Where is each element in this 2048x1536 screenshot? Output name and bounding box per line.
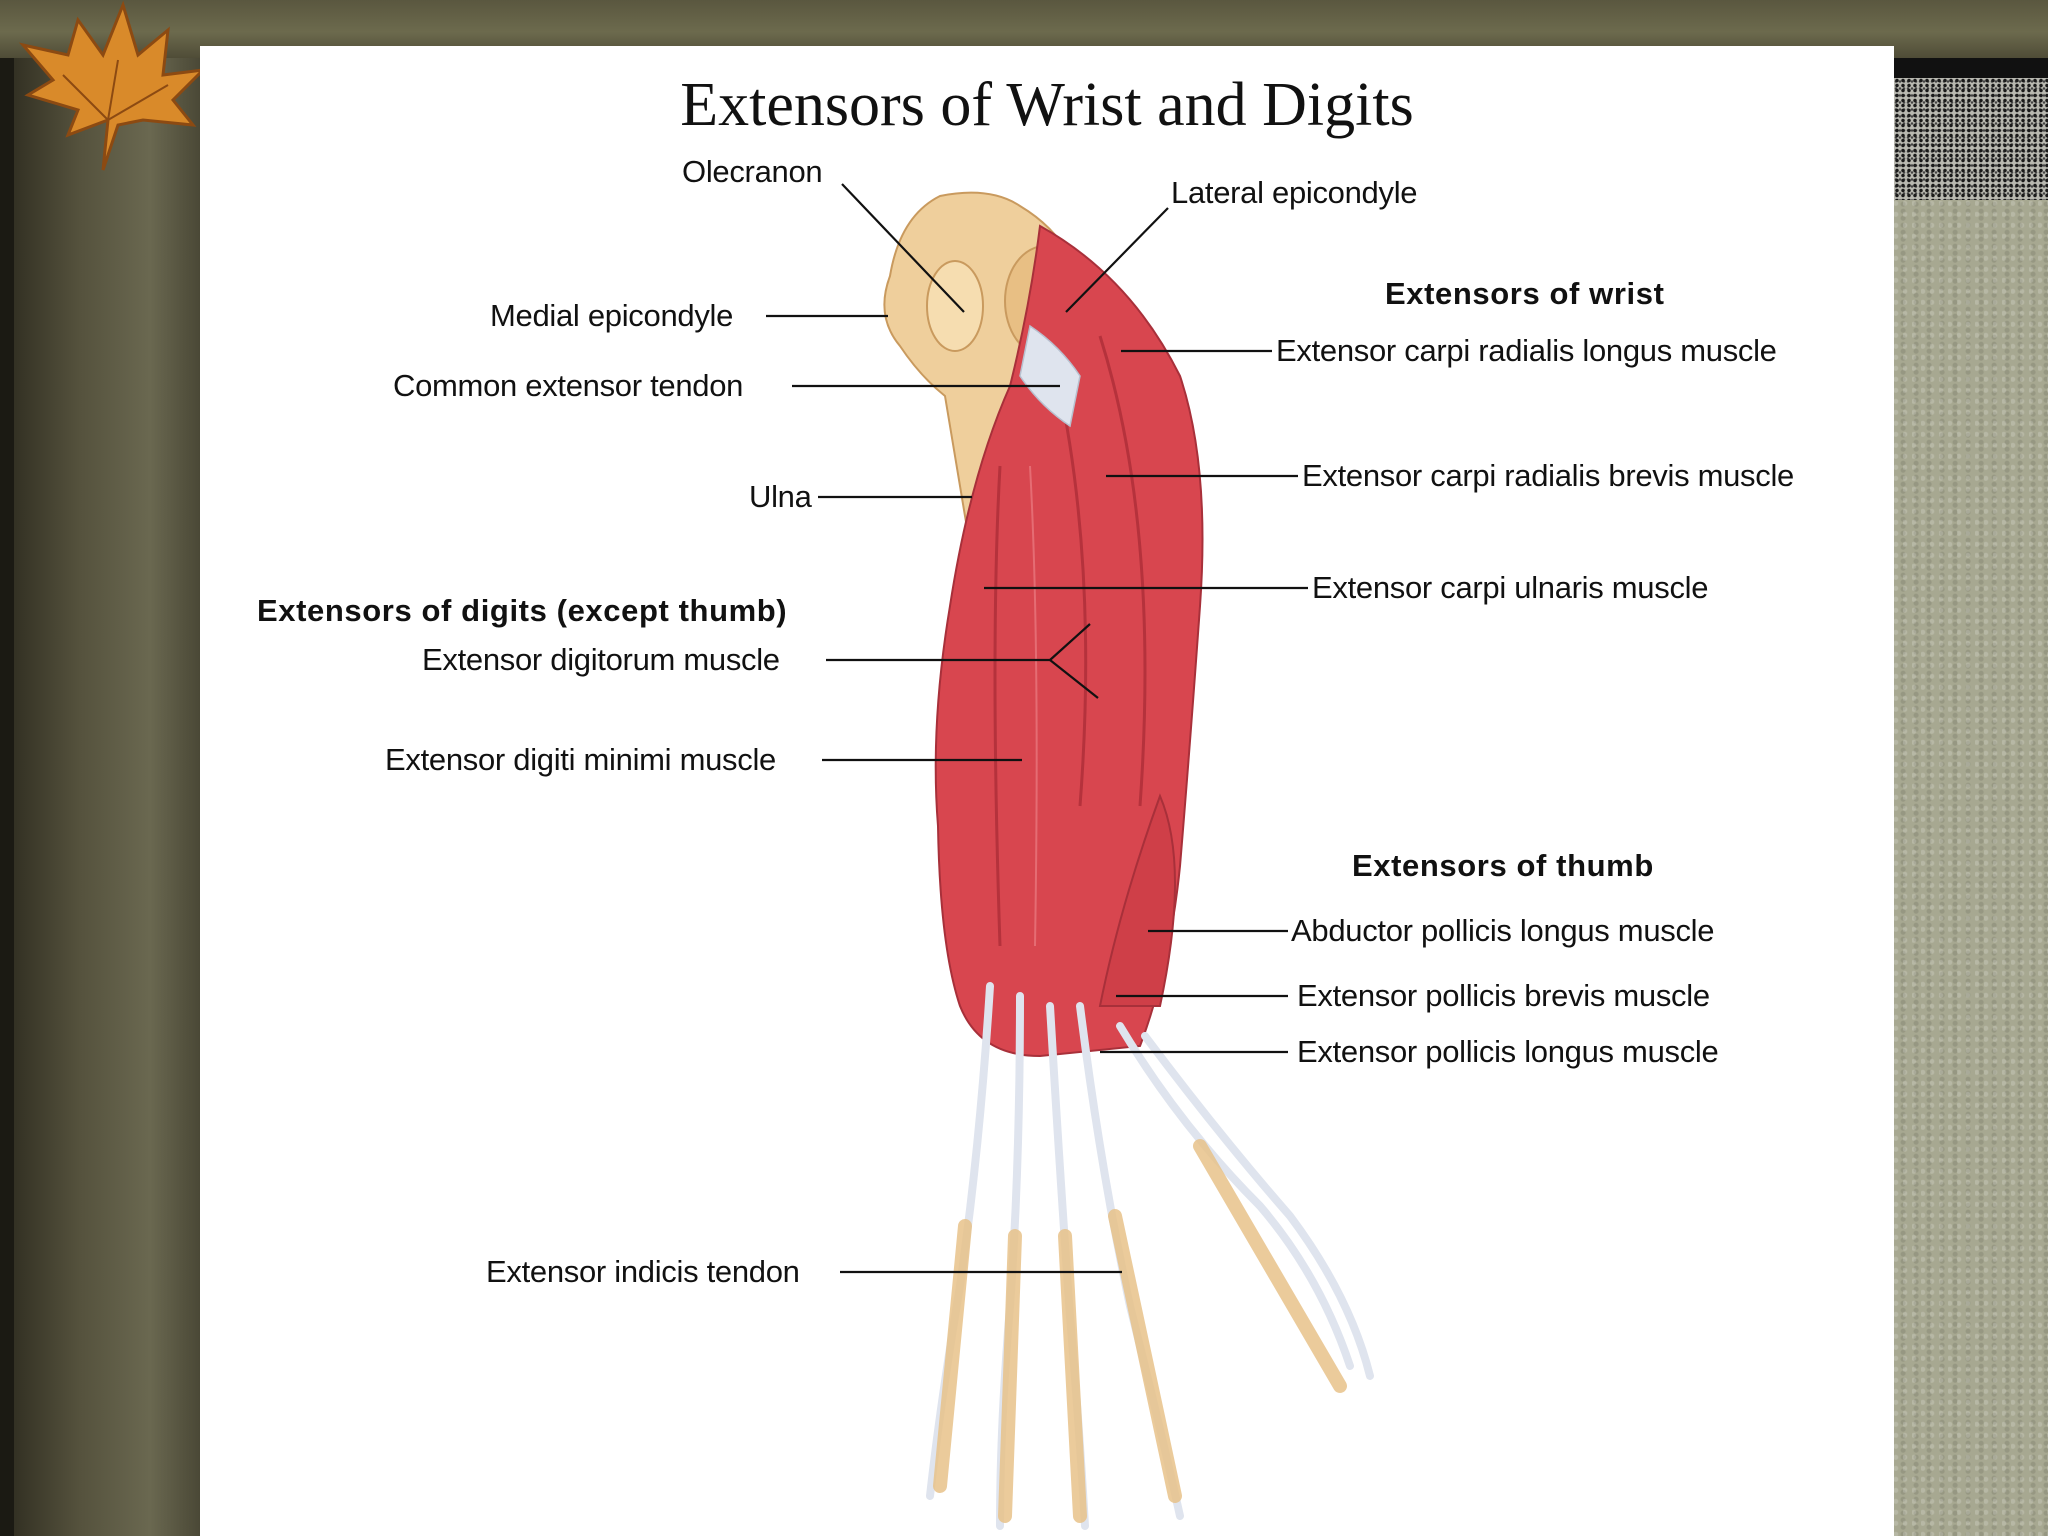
left-decor-strip <box>0 58 200 1536</box>
heading-extensors-of-thumb: Extensors of thumb <box>1352 848 1654 883</box>
maple-leaf-icon <box>18 0 208 171</box>
label-ulna: Ulna <box>749 479 812 514</box>
label-epb: Extensor pollicis brevis muscle <box>1297 978 1710 1013</box>
label-ecrb: Extensor carpi radialis brevis muscle <box>1302 458 1794 493</box>
label-lateral-epicondyle: Lateral epicondyle <box>1171 175 1418 210</box>
label-olecranon: Olecranon <box>682 154 823 189</box>
heading-extensors-of-digits: Extensors of digits (except thumb) <box>257 593 788 628</box>
heading-extensors-of-wrist: Extensors of wrist <box>1385 276 1665 311</box>
label-extensor-digitorum: Extensor digitorum muscle <box>422 642 780 677</box>
label-ecu: Extensor carpi ulnaris muscle <box>1312 570 1709 605</box>
label-extensor-digiti-minimi: Extensor digiti minimi muscle <box>385 742 776 777</box>
right-decor-panel <box>1894 200 2048 1536</box>
finger-bones <box>933 1139 1347 1523</box>
muscle-group <box>934 224 1204 1058</box>
slide-content: Extensors of Wrist and Digits <box>200 46 1894 1536</box>
forearm-illustration <box>766 183 1374 1530</box>
label-common-extensor-tendon: Common extensor tendon <box>393 368 744 403</box>
label-ecrl: Extensor carpi radialis longus muscle <box>1276 333 1777 368</box>
right-decor-block <box>1894 58 2048 200</box>
label-apl: Abductor pollicis longus muscle <box>1291 913 1715 948</box>
label-medial-epicondyle: Medial epicondyle <box>490 298 734 333</box>
slide-title: Extensors of Wrist and Digits <box>680 71 1414 139</box>
label-extensor-indicis: Extensor indicis tendon <box>486 1254 800 1289</box>
label-epl: Extensor pollicis longus muscle <box>1297 1034 1719 1069</box>
leader-lines <box>766 183 1308 1274</box>
